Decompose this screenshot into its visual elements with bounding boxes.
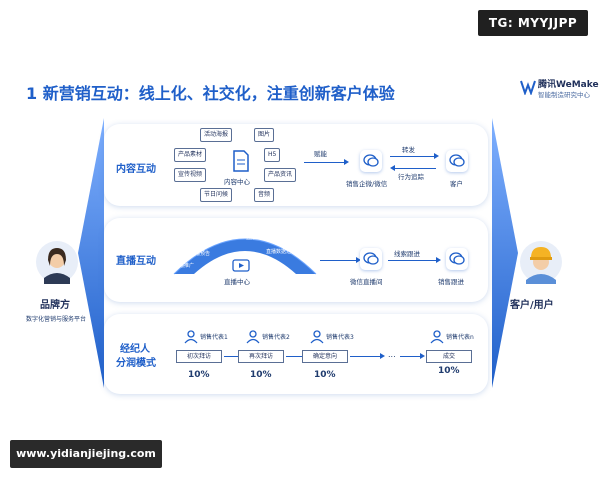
rep3-step: 确定意向 [302, 350, 348, 363]
chip-activity-poster: 活动海报 [200, 128, 233, 142]
right-chevron-arrow [492, 118, 518, 388]
rep1-pct: 10% [188, 370, 210, 380]
rep1-step: 初次拜访 [176, 350, 222, 363]
brand-person-icon [36, 241, 78, 284]
customer-person-icon [520, 241, 562, 284]
customer-name: 客户/用户 [510, 300, 554, 311]
chip-product-news: 产品资讯 [264, 168, 297, 182]
wechat-live-icon [360, 248, 382, 270]
live-arch [173, 238, 317, 275]
arch-label-2: 直播数据分析 [246, 235, 277, 241]
sales-follow-label: 销售跟进 [438, 278, 464, 286]
logo-subtitle: 智能制造研究中心 [538, 91, 590, 99]
customer-avatar [516, 240, 566, 286]
brand-subtitle: 数字化营销与服务平台 [26, 316, 87, 323]
agent-label-line2: 分润模式 [116, 358, 156, 369]
repn-person-icon [430, 330, 444, 344]
repn-step: 成交 [426, 350, 472, 363]
chip-festival-greeting: 节日问候 [200, 188, 233, 202]
rep2-step: 再次拜访 [238, 350, 284, 363]
customer-chat-icon [446, 150, 468, 172]
repn-pct: 10% [438, 366, 460, 376]
arch-label-0: 直播预告 [190, 251, 211, 257]
wechat-live-label: 微信直播间 [350, 278, 383, 286]
sales-follow-icon [446, 248, 468, 270]
rep2-pct: 10% [250, 370, 272, 380]
document-icon [233, 150, 249, 172]
track-label: 行为追踪 [398, 173, 424, 181]
live-center-label: 直播中心 [224, 278, 250, 286]
arch-label-1: 直播执行 [214, 235, 235, 241]
rep3-pct: 10% [314, 370, 336, 380]
url-watermark: www.yidianjiejing.com [10, 440, 162, 468]
arch-label-3: 直播数据汇总 [266, 249, 297, 255]
rep1-person-icon [184, 330, 198, 344]
sales-node-label: 销售企微/微信 [346, 180, 388, 188]
wechat-sales-icon [360, 150, 382, 172]
chip-promo-video: 宣传视频 [174, 168, 207, 182]
rep2-name: 销售代表2 [262, 334, 290, 341]
arch-label-4: 直播推广 [174, 263, 195, 269]
chip-product-material: 产品素材 [174, 148, 207, 162]
live-interaction-panel: 直播互动 直播预告 直播执行 直播数据分析 直播数据汇总 直播推广 直播中心 微… [104, 218, 488, 302]
content-interaction-panel: 内容互动 活动海报 图片 产品素材 H5 宣传视频 产品资讯 节日问候 音频 内… [104, 124, 488, 206]
logo-name: 腾讯WeMake [538, 80, 599, 90]
rep1-name: 销售代表1 [200, 334, 228, 341]
rep2-person-icon [246, 330, 260, 344]
agent-label-line1: 经纪人 [120, 344, 150, 355]
rep3-name: 销售代表3 [326, 334, 354, 341]
lead-follow-label: 线索跟进 [394, 250, 420, 258]
content-center-label: 内容中心 [224, 178, 250, 186]
enable-label: 赋能 [314, 150, 327, 158]
forward-label: 转发 [402, 146, 415, 154]
brand-name: 品牌方 [40, 300, 70, 311]
page-title: 1 新营销互动：线上化、社交化，注重创新客户体验 [26, 84, 395, 103]
telegram-watermark: TG: MYYJJPP [478, 10, 588, 36]
chip-image: 图片 [254, 128, 275, 142]
repn-name: 销售代表n [446, 334, 474, 341]
ellipsis: ... [388, 350, 396, 359]
left-chevron-arrow [78, 118, 104, 388]
wemake-logo: 腾讯WeMake 智能制造研究中心 [520, 77, 599, 103]
content-row-label: 内容互动 [116, 164, 156, 175]
chip-h5: H5 [264, 148, 281, 162]
rep3-person-icon [310, 330, 324, 344]
brand-avatar [32, 240, 82, 286]
wemake-logo-icon [520, 80, 536, 95]
customer-node-label: 客户 [450, 180, 463, 188]
tv-icon [232, 259, 250, 272]
agent-sharing-panel: 经纪人 分润模式 销售代表1 初次拜访 10% 销售代表2 再次拜访 10% 销… [104, 314, 488, 394]
live-row-label: 直播互动 [116, 256, 156, 267]
chip-audio: 音频 [254, 188, 275, 202]
